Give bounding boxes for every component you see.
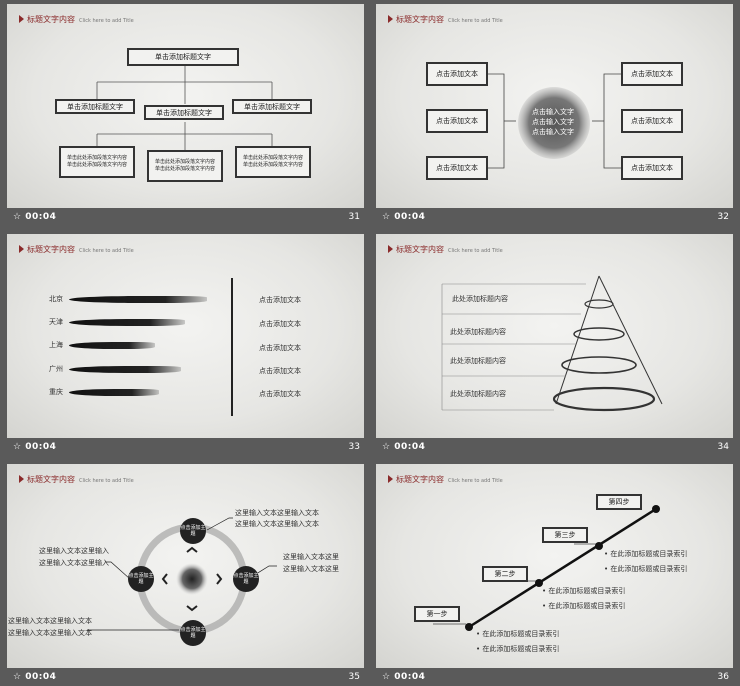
left-box-3[interactable]: 点击添加文本 bbox=[426, 156, 488, 180]
triangle-icon bbox=[19, 475, 24, 483]
step-box-2[interactable]: 第二步 bbox=[482, 566, 528, 582]
org-mid-box-right[interactable]: 单击添加标题文字 bbox=[232, 99, 312, 114]
topic-node-right[interactable]: 点击添加主题 bbox=[233, 566, 259, 592]
bullet-item[interactable]: • 在此添加标题或目录索引 bbox=[604, 565, 688, 573]
text-item[interactable]: 点击添加文本 bbox=[259, 320, 301, 328]
triangle-icon bbox=[19, 245, 24, 253]
cone-diagram bbox=[441, 275, 663, 412]
text-right-2[interactable]: 这里输入文本这里 bbox=[283, 565, 339, 573]
org-leaf-box-right[interactable]: 单击此处添加段落文字内容 单击此处添加段落文字内容 bbox=[235, 146, 311, 178]
topic-node-bottom[interactable]: 点击添加主题 bbox=[180, 620, 206, 646]
ink-circle bbox=[518, 87, 590, 159]
text-left-1[interactable]: 这里输入文本这里输入 bbox=[39, 547, 109, 555]
ink-brush-bar bbox=[69, 389, 159, 396]
bullet-item[interactable]: • 在此添加标题或目录索引 bbox=[476, 630, 560, 638]
text-bottom-left-1[interactable]: 这里输入文本这里输入文本 bbox=[8, 617, 92, 625]
right-box-1[interactable]: 点击添加文本 bbox=[621, 62, 683, 86]
city-label: 北京 bbox=[49, 295, 63, 303]
ink-brush-bar bbox=[69, 319, 185, 326]
bullet-item[interactable]: • 在此添加标题或目录索引 bbox=[604, 550, 688, 558]
org-top-box[interactable]: 单击添加标题文字 bbox=[127, 48, 239, 66]
cone-item-label[interactable]: 此处添加标题内容 bbox=[450, 390, 506, 398]
left-box-1[interactable]: 点击添加文本 bbox=[426, 62, 488, 86]
city-label: 广州 bbox=[49, 365, 63, 373]
text-top-right-2[interactable]: 这里输入文本这里输入文本 bbox=[235, 520, 319, 528]
topic-node-left[interactable]: 点击添加主题 bbox=[128, 566, 154, 592]
triangle-icon bbox=[388, 15, 393, 23]
org-mid-box-left[interactable]: 单击添加标题文字 bbox=[55, 99, 135, 114]
org-leaf-box-left[interactable]: 单击此处添加段落文字内容 单击此处添加段落文字内容 bbox=[59, 146, 135, 178]
center-text-2: 点击输入文字 bbox=[532, 118, 574, 126]
text-left-2[interactable]: 这里输入文本这里输入 bbox=[39, 559, 109, 567]
cone-item-label[interactable]: 此处添加标题内容 bbox=[450, 328, 506, 336]
ink-brush-bar bbox=[69, 366, 181, 373]
step-line bbox=[433, 505, 660, 631]
city-label: 重庆 bbox=[49, 388, 63, 396]
cone-item-label[interactable]: 此处添加标题内容 bbox=[452, 295, 508, 303]
ink-brush-bar bbox=[69, 296, 207, 303]
org-mid-box-center[interactable]: 单击添加标题文字 bbox=[144, 105, 224, 120]
bullet-item[interactable]: • 在此添加标题或目录索引 bbox=[542, 587, 626, 595]
bracket-connectors bbox=[488, 73, 621, 169]
left-box-2[interactable]: 点击添加文本 bbox=[426, 109, 488, 133]
text-item[interactable]: 点击添加文本 bbox=[259, 367, 301, 375]
right-box-3[interactable]: 点击添加文本 bbox=[621, 156, 683, 180]
org-connectors bbox=[96, 66, 273, 150]
cone-item-label[interactable]: 此处添加标题内容 bbox=[450, 357, 506, 365]
text-item[interactable]: 点击添加文本 bbox=[259, 296, 301, 304]
bullet-item[interactable]: • 在此添加标题或目录索引 bbox=[542, 602, 626, 610]
step-box-4[interactable]: 第四步 bbox=[596, 494, 642, 510]
bullet-item[interactable]: • 在此添加标题或目录索引 bbox=[476, 645, 560, 653]
text-bottom-left-2[interactable]: 这里输入文本这里输入文本 bbox=[8, 629, 92, 637]
topic-node-top[interactable]: 点击添加主题 bbox=[180, 518, 206, 544]
text-item[interactable]: 点击添加文本 bbox=[259, 390, 301, 398]
text-right-1[interactable]: 这里输入文本这里 bbox=[283, 553, 339, 561]
right-box-2[interactable]: 点击添加文本 bbox=[621, 109, 683, 133]
ink-brush-bar bbox=[69, 342, 155, 349]
step-box-3[interactable]: 第三步 bbox=[542, 527, 588, 543]
text-item[interactable]: 点击添加文本 bbox=[259, 344, 301, 352]
triangle-icon bbox=[388, 475, 393, 483]
org-leaf-box-center[interactable]: 单击此处添加段落文字内容 单击此处添加段落文字内容 bbox=[147, 150, 223, 182]
text-top-right-1[interactable]: 这里输入文本这里输入文本 bbox=[235, 509, 319, 517]
vertical-divider bbox=[231, 278, 233, 416]
city-label: 天津 bbox=[49, 318, 63, 326]
triangle-icon bbox=[19, 15, 24, 23]
city-label: 上海 bbox=[49, 341, 63, 349]
center-text-3: 点击输入文字 bbox=[532, 128, 574, 136]
center-text-1: 点击输入文字 bbox=[532, 108, 574, 116]
triangle-icon bbox=[388, 245, 393, 253]
step-box-1[interactable]: 第一步 bbox=[414, 606, 460, 622]
